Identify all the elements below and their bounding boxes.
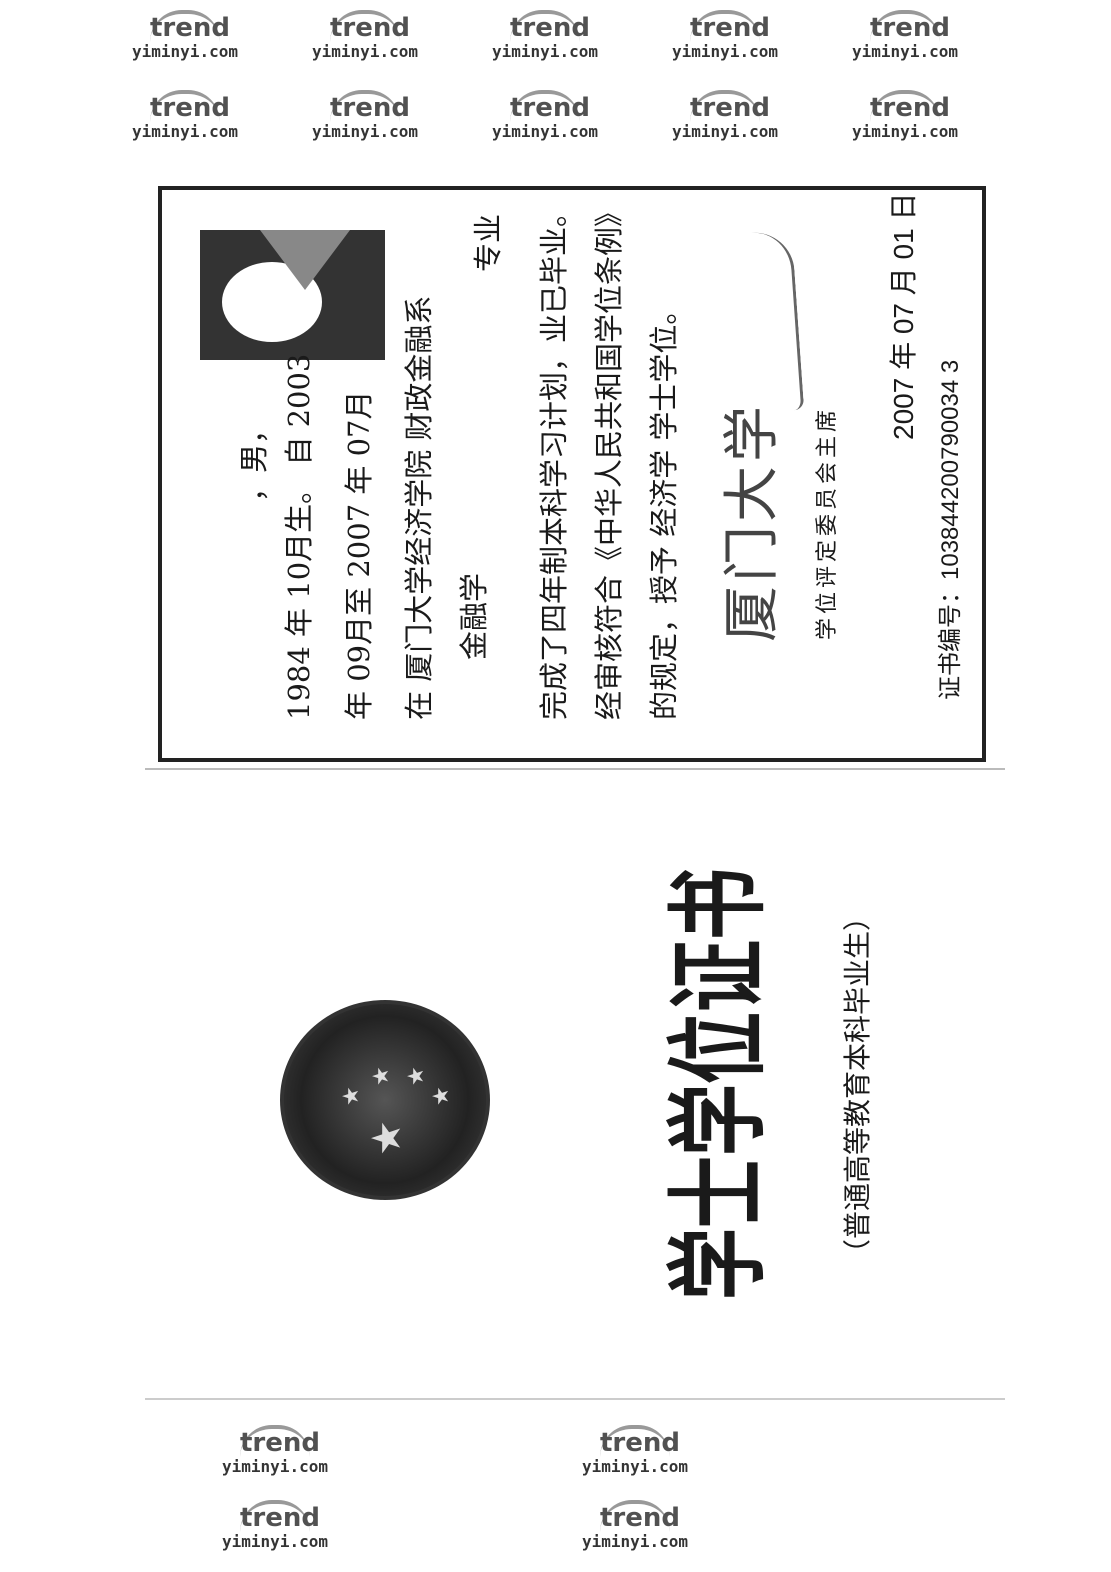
committee-title: 学位评定委员会主席 bbox=[815, 405, 840, 640]
watermark-logo: trend bbox=[870, 90, 950, 122]
watermark-url: yiminyi.com bbox=[672, 122, 778, 141]
watermark-logo: trend bbox=[690, 10, 770, 42]
watermark-url: yiminyi.com bbox=[492, 122, 598, 141]
watermark-logo: trend bbox=[600, 1500, 680, 1532]
line-period: 年 09月至 2007 年 07月 bbox=[342, 390, 376, 720]
certificate-number: 证书编号：103844200790034 3 bbox=[937, 360, 965, 700]
watermark-logo: trend bbox=[510, 10, 590, 42]
line-award: 的规定，授予 经济学 学士学位。 bbox=[647, 295, 681, 720]
watermark-url: yiminyi.com bbox=[222, 1457, 328, 1476]
watermark-url: yiminyi.com bbox=[132, 42, 238, 61]
line-review: 经审核符合《中华人民共和国学位条例》 bbox=[592, 197, 626, 720]
watermark-url: yiminyi.com bbox=[312, 42, 418, 61]
watermark-logo: trend bbox=[240, 1500, 320, 1532]
watermark-url: yiminyi.com bbox=[672, 42, 778, 61]
watermark-logo: trend bbox=[870, 10, 950, 42]
fold-line bbox=[145, 768, 1005, 770]
line-completion: 完成了四年制本科学习计划，业已毕业。 bbox=[537, 197, 571, 720]
line-major-suffix: 专业 bbox=[471, 213, 505, 272]
watermark-logo: trend bbox=[330, 90, 410, 122]
cover-subtitle: （普通高等教育本科毕业生） bbox=[841, 902, 874, 1267]
line-gender: ，男， bbox=[237, 414, 271, 502]
watermark-url: yiminyi.com bbox=[852, 122, 958, 141]
cover-title: 学士学位证书 bbox=[658, 867, 778, 1300]
watermark-logo: trend bbox=[150, 10, 230, 42]
watermark-logo: trend bbox=[510, 90, 590, 122]
watermark-logo: trend bbox=[150, 90, 230, 122]
issue-date: 2007 年 07 月 01 日 bbox=[888, 192, 919, 440]
watermark-url: yiminyi.com bbox=[492, 42, 598, 61]
watermark-logo: trend bbox=[600, 1425, 680, 1457]
national-emblem: ★ ★ ★ ★ ★ bbox=[280, 1000, 490, 1200]
line-birth: 1984 年 10月生。 自 2003 bbox=[282, 353, 316, 720]
photo bbox=[200, 230, 385, 360]
watermark-url: yiminyi.com bbox=[222, 1532, 328, 1551]
page-edge-line bbox=[145, 1398, 1005, 1400]
university-name: 厦门大学 bbox=[720, 402, 785, 642]
watermark-logo: trend bbox=[330, 10, 410, 42]
watermark-url: yiminyi.com bbox=[582, 1532, 688, 1551]
cert-no-value: 103844200790034 3 bbox=[937, 359, 964, 580]
cert-no-label: 证书编号： bbox=[937, 580, 964, 700]
watermark-url: yiminyi.com bbox=[582, 1457, 688, 1476]
watermark-logo: trend bbox=[240, 1425, 320, 1457]
line-major: 金融学 bbox=[457, 572, 491, 660]
watermark-logo: trend bbox=[690, 90, 770, 122]
watermark-url: yiminyi.com bbox=[852, 42, 958, 61]
watermark-url: yiminyi.com bbox=[312, 122, 418, 141]
watermark-url: yiminyi.com bbox=[132, 122, 238, 141]
line-school: 在 厦门大学经济学院 财政金融系 bbox=[402, 295, 436, 720]
